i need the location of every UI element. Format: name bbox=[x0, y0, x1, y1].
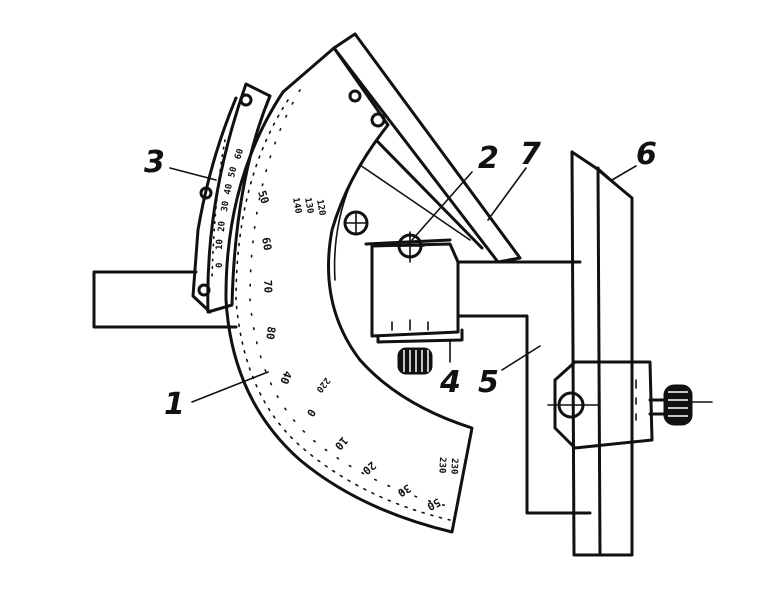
leader-line-2 bbox=[411, 171, 473, 241]
vernier-label: 0 bbox=[215, 263, 225, 268]
vernier-label: 10 bbox=[215, 239, 225, 250]
inner-scale-label: 230 bbox=[448, 458, 459, 475]
callout-3: 3 bbox=[144, 145, 165, 180]
ruler-clamp-knurled-knob-icon bbox=[663, 384, 693, 426]
inner-scale-label: 230 bbox=[436, 457, 447, 474]
leader-line-5 bbox=[501, 345, 541, 371]
vernier-label: 50 bbox=[227, 166, 239, 179]
inner-scale-label: 120 bbox=[314, 199, 327, 217]
base-bar-5 bbox=[456, 260, 592, 515]
callout-7: 7 bbox=[520, 137, 541, 172]
ruler-6 bbox=[570, 150, 634, 557]
vernier-label: 30 bbox=[220, 200, 231, 212]
leader-line-7 bbox=[487, 167, 527, 221]
callout-6: 6 bbox=[636, 137, 657, 172]
main-scale-label: 40 bbox=[277, 369, 294, 386]
leader-lines bbox=[169, 165, 637, 403]
inner-scale-label: 220 bbox=[314, 375, 332, 394]
leader-line-6 bbox=[611, 165, 637, 181]
main-scale-label: 50 bbox=[425, 495, 443, 513]
main-scale-label: 10 bbox=[332, 434, 351, 453]
vernier-label: 60 bbox=[233, 148, 246, 161]
ruler-clamp bbox=[547, 360, 713, 450]
callout-labels: 1 2 3 4 5 6 7 bbox=[144, 137, 657, 422]
clamp-knurled-knob-icon bbox=[397, 347, 433, 375]
leader-line-1 bbox=[191, 371, 269, 403]
callout-1: 1 bbox=[164, 387, 185, 422]
straight-edge-7 bbox=[332, 32, 522, 264]
inner-scale-label: 140 bbox=[290, 197, 303, 215]
vernier-screw-top-icon bbox=[239, 93, 253, 107]
vernier-screw-bottom-icon bbox=[197, 283, 211, 297]
callout-5: 5 bbox=[478, 365, 499, 400]
blade-screws bbox=[343, 89, 386, 236]
vernier-scale-numbers: 0 10 20 30 40 50 60 bbox=[215, 148, 246, 268]
callout-2: 2 bbox=[478, 141, 499, 176]
base-bar-left-stub bbox=[92, 270, 238, 329]
vernier-screw-mid-icon bbox=[199, 186, 213, 200]
callout-4: 4 bbox=[439, 365, 461, 400]
blade-screw-icon bbox=[370, 112, 386, 128]
leader-line-3 bbox=[169, 167, 217, 181]
inner-scale-label: 130 bbox=[302, 197, 315, 215]
main-scale-label: 70 bbox=[261, 280, 274, 294]
inner-scale-numbers: 140 130 120 220 230 230 bbox=[290, 197, 459, 475]
main-scale-label: 50 bbox=[255, 189, 271, 206]
vernier-3 bbox=[191, 82, 272, 314]
main-arc-scale-1 bbox=[224, 46, 474, 534]
vernier-label: 40 bbox=[223, 183, 235, 195]
clamp-4 bbox=[364, 231, 464, 375]
main-scale-label: 60 bbox=[259, 236, 274, 251]
main-scale-label: 30 bbox=[395, 481, 413, 499]
main-scale-label: 80 bbox=[263, 326, 278, 341]
blade-screw-icon bbox=[348, 89, 362, 103]
vernier-label: 20 bbox=[217, 221, 228, 233]
main-scale-label: 20 bbox=[360, 459, 379, 477]
main-scale-label: 0 bbox=[304, 406, 318, 419]
